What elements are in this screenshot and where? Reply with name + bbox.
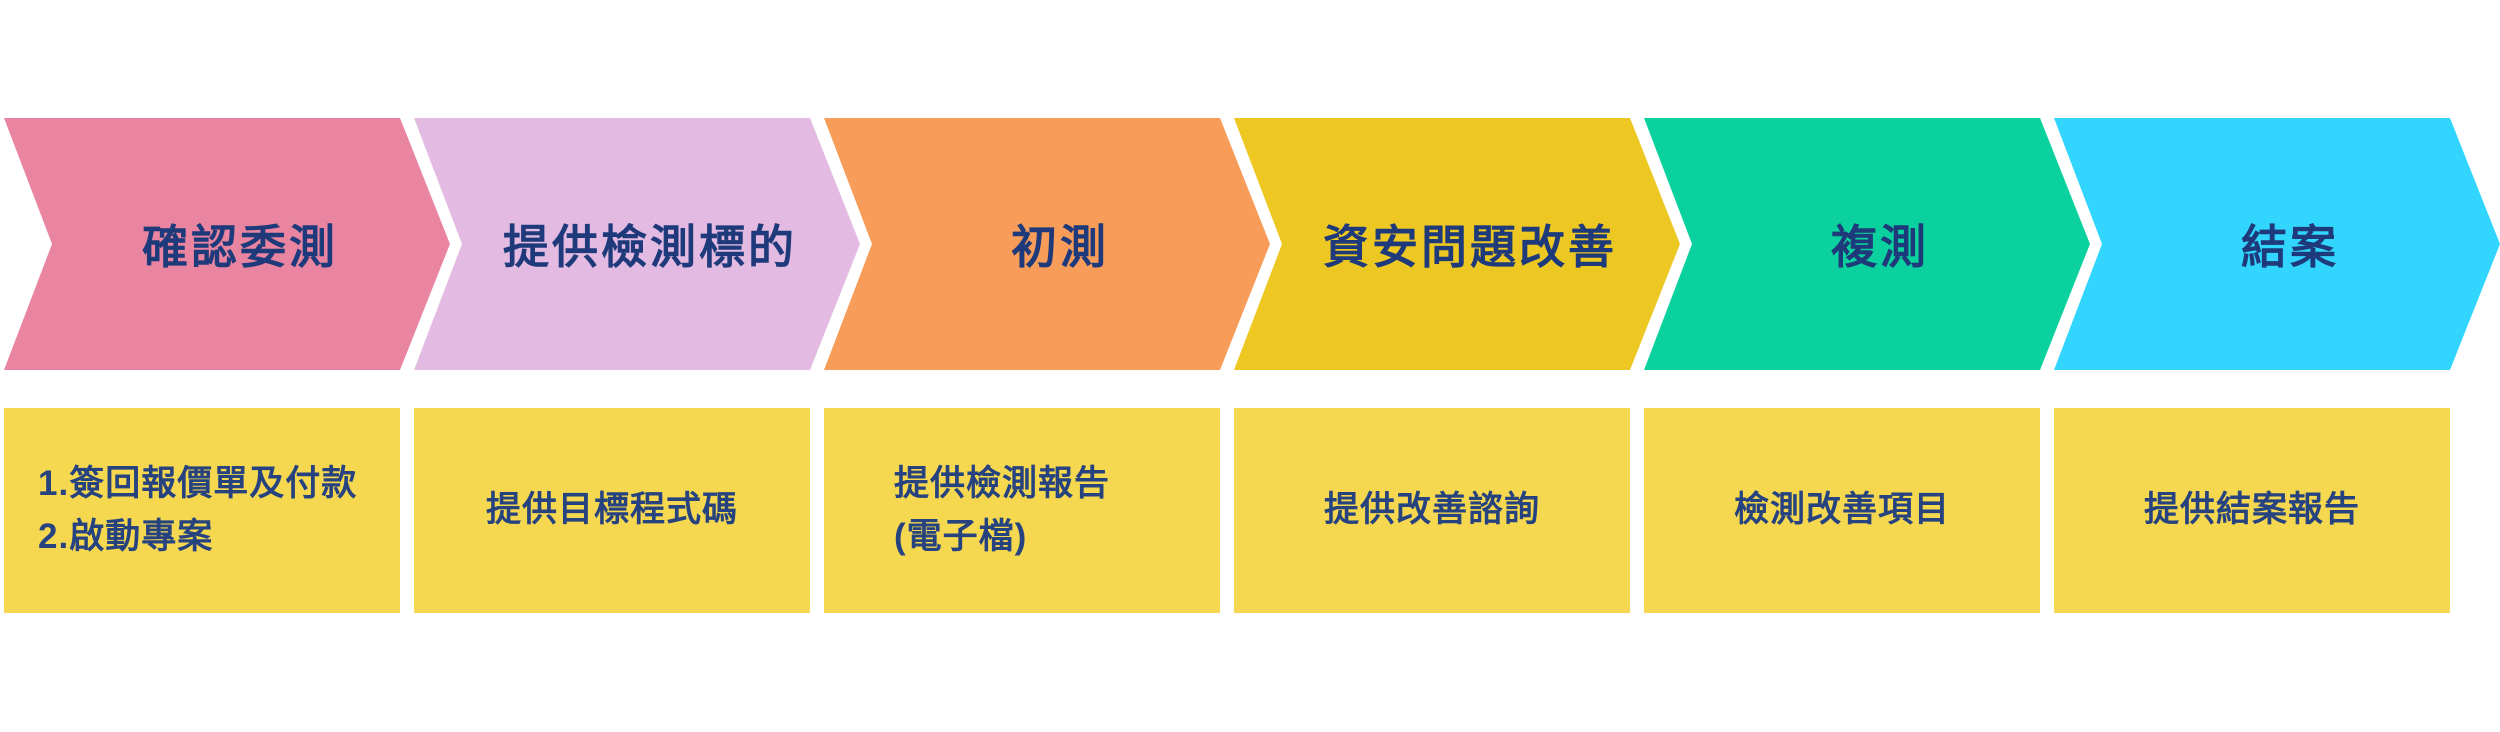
step-note-3: 提供檢測報告 (電子檔) — [824, 408, 1220, 613]
step-note-1: 1.簽回報價單及付款 2.啟動專案 — [4, 408, 400, 613]
step-arrow-3: 初測 — [824, 118, 1270, 370]
note-line: 1.簽回報價單及付款 — [38, 464, 358, 503]
note-line: 提供檢測報告 — [894, 464, 1111, 503]
step-label-3: 初測 — [1011, 221, 1109, 273]
step-label-6: 結案 — [2241, 221, 2339, 273]
step-arrow-4: 資安問題改善 — [1234, 118, 1680, 370]
step-label-5: 複測 — [1831, 221, 1929, 273]
step-label-4: 資安問題改善 — [1323, 221, 1617, 273]
note-line: 提供結案報告 — [2143, 490, 2360, 530]
note-line: 檢測改善項目 — [1733, 490, 1950, 530]
step-note-2: 提供目標程式碼 — [414, 408, 810, 613]
step-note-4: 提供改善諮詢 — [1234, 408, 1630, 613]
note-line: (電子檔) — [894, 516, 1028, 556]
step-note-6: 提供結案報告 — [2054, 408, 2450, 613]
note-line: 提供改善諮詢 — [1323, 490, 1540, 530]
step-arrow-5: 複測 — [1644, 118, 2090, 370]
step-arrow-6: 結案 — [2054, 118, 2500, 370]
note-line: 2.啟動專案 — [38, 516, 214, 556]
step-arrow-1: 確認委測 — [4, 118, 450, 370]
step-label-2: 提供檢測標的 — [503, 221, 797, 273]
step-arrow-2: 提供檢測標的 — [414, 118, 860, 370]
note-line: 提供目標程式碼 — [485, 490, 738, 530]
step-label-1: 確認委測 — [142, 221, 338, 273]
step-note-5: 檢測改善項目 — [1644, 408, 2040, 613]
